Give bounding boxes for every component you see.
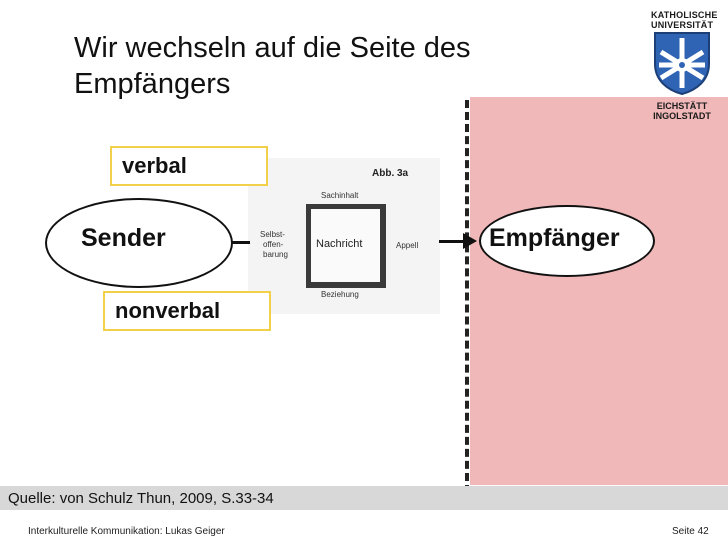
figure-label-center: Nachricht	[316, 238, 363, 250]
footer-page-number: Seite 42	[672, 526, 709, 537]
sender-connector-line	[224, 241, 250, 244]
receiver-label: Empfänger	[489, 224, 620, 252]
source-bar	[0, 486, 728, 510]
source-citation: Quelle: von Schulz Thun, 2009, S.33-34	[8, 490, 274, 507]
figure-label-left-1: Selbst-	[260, 230, 285, 239]
receiver-side-panel	[470, 97, 728, 485]
arrow-right-icon	[463, 233, 477, 249]
receiver-ellipse	[479, 205, 655, 277]
title-line-1: Wir wechseln auf die Seite des	[74, 32, 471, 64]
receiver-connector-line	[439, 240, 463, 243]
footer-course: Interkulturelle Kommunikation: Lukas Gei…	[28, 526, 225, 537]
logo-text-top-2: UNIVERSITÄT	[651, 20, 714, 30]
university-logo: KATHOLISCHE UNIVERSITÄT EICHSTÄTT INGOLS…	[651, 10, 718, 122]
message-frame	[306, 204, 386, 288]
coat-of-arms-icon	[654, 32, 710, 96]
message-diagram-image: Sachinhalt Selbst- offen- barung Appell …	[248, 158, 440, 314]
figure-label-right: Appell	[396, 241, 419, 250]
slide-title: Wir wechseln auf die Seite des Empfänger…	[74, 30, 594, 102]
verbal-label: verbal	[110, 146, 268, 186]
dashed-divider	[465, 100, 469, 505]
logo-text-bottom-2: INGOLSTADT	[653, 111, 711, 121]
logo-text-top-1: KATHOLISCHE	[651, 10, 718, 20]
figure-label-bottom: Beziehung	[321, 290, 359, 299]
title-line-2: Empfängers	[74, 68, 231, 100]
sender-ellipse	[45, 198, 233, 288]
figure-label-left-3: barung	[263, 250, 288, 259]
figure-label-top: Sachinhalt	[321, 191, 359, 200]
figure-label-left-2: offen-	[263, 240, 284, 249]
logo-text-bottom-1: EICHSTÄTT	[656, 101, 708, 111]
verbal-label-text: verbal	[122, 153, 187, 178]
figure-caption: Abb. 3a	[372, 168, 409, 179]
nonverbal-label: nonverbal	[103, 291, 271, 331]
nonverbal-label-text: nonverbal	[115, 298, 221, 323]
sender-label: Sender	[81, 224, 166, 252]
